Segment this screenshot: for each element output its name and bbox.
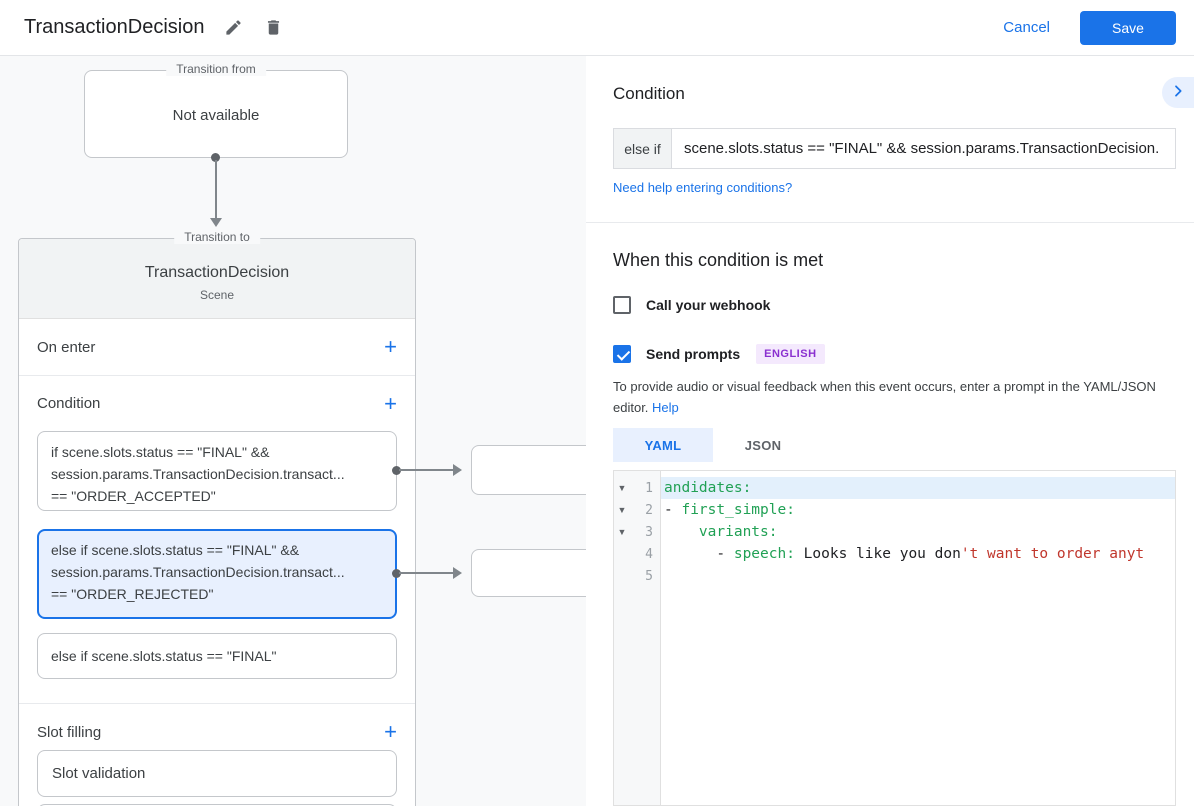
panel-divider (586, 222, 1194, 223)
gutter-row: ▼ 3 (614, 521, 660, 543)
connector-dot (392, 466, 401, 475)
fold-toggle-icon[interactable]: ▼ (617, 483, 627, 493)
send-prompts-row: Send prompts ENGLISH (613, 344, 825, 364)
transition-from-box: Transition from Not available (84, 62, 348, 158)
slot-validation-card[interactable]: Slot validation (37, 750, 397, 797)
chevron-right-icon (1170, 83, 1186, 102)
tab-yaml[interactable]: YAML (613, 428, 713, 462)
slot-filling-section-header: Slot filling + (19, 704, 415, 748)
line-number: 5 (645, 568, 653, 584)
connector-dot (211, 153, 220, 162)
transition-target-box[interactable] (471, 445, 586, 495)
arrow-right-icon (453, 464, 462, 476)
add-slot-button[interactable]: + (384, 719, 397, 744)
yaml-plain: - (664, 502, 682, 518)
yaml-plain: - (664, 546, 734, 562)
yaml-key: andidates: (664, 480, 752, 496)
call-webhook-row: Call your webhook (613, 296, 770, 314)
transition-to-legend: Transition to (174, 230, 260, 244)
condition-prefix-label: else if (613, 128, 671, 169)
top-bar: TransactionDecision Cancel Save (0, 0, 1194, 56)
save-button[interactable]: Save (1080, 10, 1176, 45)
yaml-key: speech: (733, 546, 795, 562)
line-number: 3 (645, 524, 653, 540)
fold-toggle-icon[interactable]: ▼ (617, 527, 627, 537)
code-line-5 (661, 565, 1175, 587)
collapse-panel-button[interactable] (1162, 77, 1194, 108)
slot-filling-label: Slot filling (37, 723, 102, 741)
condition-expression-input[interactable] (671, 128, 1176, 169)
editor-format-tabs: YAML JSON (613, 428, 813, 462)
help-link[interactable]: Help (652, 400, 679, 415)
condition-help-link[interactable]: Need help entering conditions? (613, 180, 793, 195)
prompt-description-text: To provide audio or visual feedback when… (613, 379, 1156, 415)
editor-gutter: ▼ 1 ▼ 2 ▼ 3 4 5 (614, 471, 661, 805)
send-prompts-label: Send prompts (646, 346, 741, 362)
scene-type-label: Scene (199, 288, 235, 302)
fold-toggle-icon[interactable]: ▼ (617, 505, 627, 515)
pencil-icon (224, 18, 243, 37)
condition-card-accepted[interactable]: if scene.slots.status == "FINAL" && sess… (37, 431, 397, 511)
add-on-enter-button[interactable]: + (384, 334, 397, 359)
gutter-row: 4 (614, 543, 660, 565)
send-prompts-checkbox[interactable] (613, 345, 631, 363)
condition-expression-row: else if (613, 128, 1176, 169)
on-enter-section: On enter + (19, 319, 415, 376)
prompt-description: To provide audio or visual feedback when… (613, 376, 1183, 418)
delete-scene-button[interactable] (258, 13, 288, 43)
call-webhook-label: Call your webhook (646, 297, 771, 313)
condition-card-final[interactable]: else if scene.slots.status == "FINAL" (37, 633, 397, 679)
panel-title: Condition (613, 84, 685, 103)
scene-card-header: TransactionDecision Scene (19, 239, 415, 319)
yaml-code-editor[interactable]: ▼ 1 ▼ 2 ▼ 3 4 5 (613, 470, 1176, 806)
line-number: 4 (645, 546, 653, 562)
trash-icon (264, 18, 283, 37)
arrow-down-icon (210, 218, 222, 227)
line-number: 2 (645, 502, 653, 518)
page-title: TransactionDecision (24, 16, 205, 38)
connector-line (399, 469, 453, 471)
transition-from-legend: Transition from (166, 62, 266, 76)
transition-target-box[interactable] (471, 549, 586, 597)
condition-section: Condition + if scene.slots.status == "FI… (19, 376, 415, 704)
scene-card: Transition to TransactionDecision Scene … (18, 230, 416, 806)
condition-card-rejected-selected[interactable]: else if scene.slots.status == "FINAL" &&… (37, 529, 397, 619)
yaml-string: 't want to order anyt (960, 546, 1145, 562)
call-webhook-checkbox[interactable] (613, 296, 631, 314)
condition-label: Condition (37, 395, 101, 412)
add-condition-button[interactable]: + (384, 390, 397, 416)
code-line-1-highlighted: andidates: (661, 477, 1175, 499)
yaml-key: first_simple: (681, 502, 795, 518)
when-condition-met-title: When this condition is met (613, 250, 824, 270)
top-bar-actions: Cancel Save (1003, 10, 1176, 45)
line-number: 1 (645, 480, 653, 496)
gutter-row: ▼ 1 (614, 477, 660, 499)
gutter-row: ▼ 2 (614, 499, 660, 521)
cancel-button[interactable]: Cancel (1003, 19, 1050, 36)
code-line-3: variants: (661, 521, 1175, 543)
yaml-key: variants: (698, 524, 778, 540)
connector-line (215, 160, 217, 218)
editor-code-area[interactable]: andidates: - first_simple: variants: - s… (661, 471, 1175, 805)
gutter-row: 5 (614, 565, 660, 587)
code-line-4: - speech: Looks like you don't want to o… (661, 543, 1175, 565)
language-badge: ENGLISH (756, 344, 825, 364)
connector-dot (392, 569, 401, 578)
yaml-plain (664, 524, 699, 540)
condition-detail-panel: Condition else if Need help entering con… (586, 56, 1194, 806)
arrow-right-icon (453, 567, 462, 579)
on-enter-label: On enter (37, 338, 96, 356)
tab-json[interactable]: JSON (744, 437, 782, 453)
edit-title-button[interactable] (218, 13, 248, 43)
scene-name: TransactionDecision (144, 264, 290, 281)
transition-from-value: Not available (172, 107, 260, 124)
condition-section-header: Condition + (19, 376, 415, 431)
connector-line (399, 572, 453, 574)
scene-diagram-canvas: Transition from Not available Transition… (0, 56, 586, 806)
code-line-2: - first_simple: (661, 499, 1175, 521)
yaml-plain: Looks like you don (794, 546, 961, 562)
